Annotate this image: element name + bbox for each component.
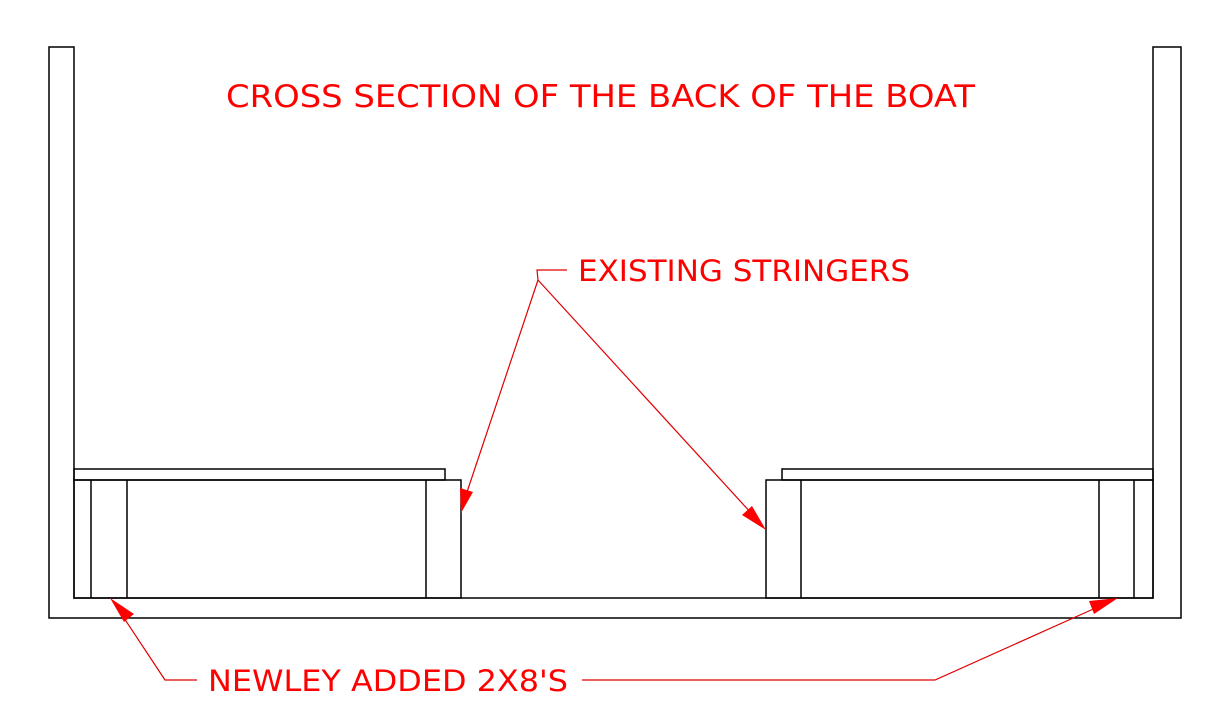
hull-outline bbox=[48, 46, 1182, 619]
leader-line-right bbox=[537, 279, 753, 515]
arrowhead-icon bbox=[110, 598, 134, 622]
left-deck-plank bbox=[73, 468, 446, 481]
arrowhead-icon bbox=[742, 506, 766, 530]
existing-stringers-leader: EXISTING STRINGERS bbox=[460, 254, 910, 530]
right-deck-plank bbox=[781, 468, 1154, 481]
arrowhead-icon bbox=[460, 488, 473, 513]
right-stringer-assembly bbox=[765, 468, 1154, 599]
leader-line-left bbox=[123, 617, 197, 681]
right-box bbox=[765, 479, 1154, 599]
leader-line-left bbox=[465, 279, 539, 496]
leader-line bbox=[536, 269, 567, 281]
newly-added-leader: NEWLEY ADDED 2X8'S bbox=[110, 598, 1118, 698]
left-stringer-assembly bbox=[73, 468, 462, 599]
arrowhead-icon bbox=[1089, 598, 1118, 614]
newly-added-label: NEWLEY ADDED 2X8'S bbox=[208, 664, 568, 698]
leader-line-right bbox=[582, 605, 1101, 681]
existing-stringers-label: EXISTING STRINGERS bbox=[578, 254, 910, 288]
left-box bbox=[73, 479, 462, 599]
drawing-title: CROSS SECTION OF THE BACK OF THE BOAT bbox=[226, 79, 976, 115]
